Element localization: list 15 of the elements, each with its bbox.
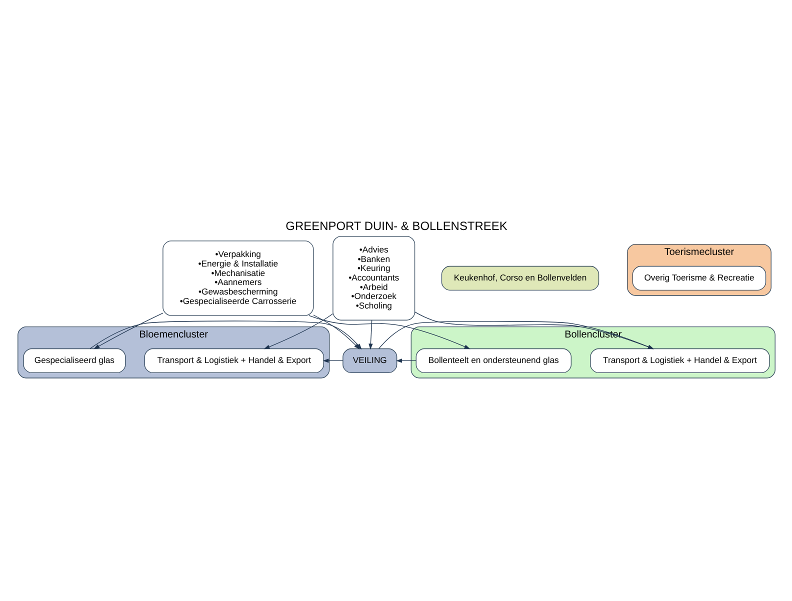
node-box: Keukenhof, Corso en Bollenvelden [440, 266, 599, 291]
node-box: VEILING [342, 348, 397, 374]
node-box: Bollenteelt en ondersteunend glas [415, 348, 571, 374]
arrow [93, 312, 163, 350]
node-box: Gespecialiseerd glas [22, 348, 126, 374]
node-box: •Advies •Banken •Keuring •Accountants •Arbeid •Onderzoek •Scholing [332, 236, 415, 320]
arrow [263, 313, 333, 350]
diagram-title: GREENPORT DUIN- & BOLLENSTREEK [285, 218, 507, 233]
node-box: •Verpakking •Energie & Installatie •Mechanisatie •Aannemers •Gewasbescherming •Gespecialiseerde Carrosserie [162, 240, 314, 316]
arrow [322, 358, 343, 363]
arrow [395, 358, 416, 363]
arrow [368, 320, 372, 350]
node-box: Overig Toerisme & Recreatie [632, 266, 766, 291]
node-box: Transport & Logistiek + Handel & Export [144, 348, 324, 374]
node-box: Transport & Logistiek + Handel & Export [590, 348, 770, 374]
